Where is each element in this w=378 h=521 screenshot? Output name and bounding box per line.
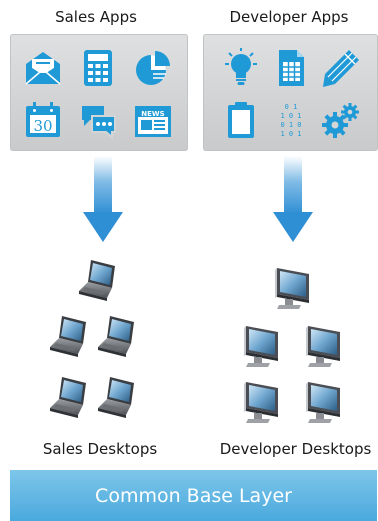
monitor-icon (306, 382, 340, 423)
chat-icon (82, 106, 116, 140)
sales-desktops-label: Sales Desktops (42, 440, 158, 458)
calendar-day: 30 (33, 117, 52, 135)
news-label: NEWS (141, 110, 164, 118)
laptop-icon (98, 377, 134, 418)
binary-text-row: 1 0 1 (280, 130, 301, 138)
laptop-icon (98, 316, 134, 357)
developer-apps-title: Developer Apps (229, 8, 349, 26)
calculator-icon (84, 50, 112, 86)
monitor-icon (244, 326, 278, 367)
binary-text-row: 0 1 0 (280, 121, 301, 129)
down-arrow-icon (273, 156, 313, 242)
pencil-icon (323, 50, 359, 87)
sales-apps-panel: 30 NEWS (10, 34, 188, 151)
developer-apps-panel: 0 1 1 0 1 0 1 0 1 0 1 (203, 34, 378, 151)
binary-icon: 0 1 1 0 1 0 1 0 1 0 1 (280, 103, 301, 138)
calendar-icon: 30 (26, 102, 60, 137)
binary-text-row: 0 1 (285, 103, 298, 111)
down-arrow-icon (83, 156, 123, 242)
sales-apps-title: Sales Apps (55, 8, 137, 26)
binary-text-row: 1 0 1 (280, 112, 301, 120)
monitor-icon (275, 268, 309, 309)
monitor-icon (306, 326, 340, 367)
gears-icon (322, 103, 359, 138)
mail-icon (25, 52, 61, 85)
laptop-icon (50, 316, 86, 357)
base-layer-label: Common Base Layer (95, 484, 292, 507)
developer-desktops-label: Developer Desktops (219, 440, 372, 458)
clipboard-icon (228, 102, 254, 138)
spreadsheet-icon (279, 50, 304, 86)
monitor-icon (244, 382, 278, 423)
laptop-icon (50, 377, 86, 418)
pie-chart-icon (136, 51, 170, 85)
laptop-icon (79, 260, 115, 301)
common-base-layer: Common Base Layer (10, 470, 377, 521)
news-icon: NEWS (135, 106, 171, 137)
lightbulb-icon (225, 48, 257, 85)
